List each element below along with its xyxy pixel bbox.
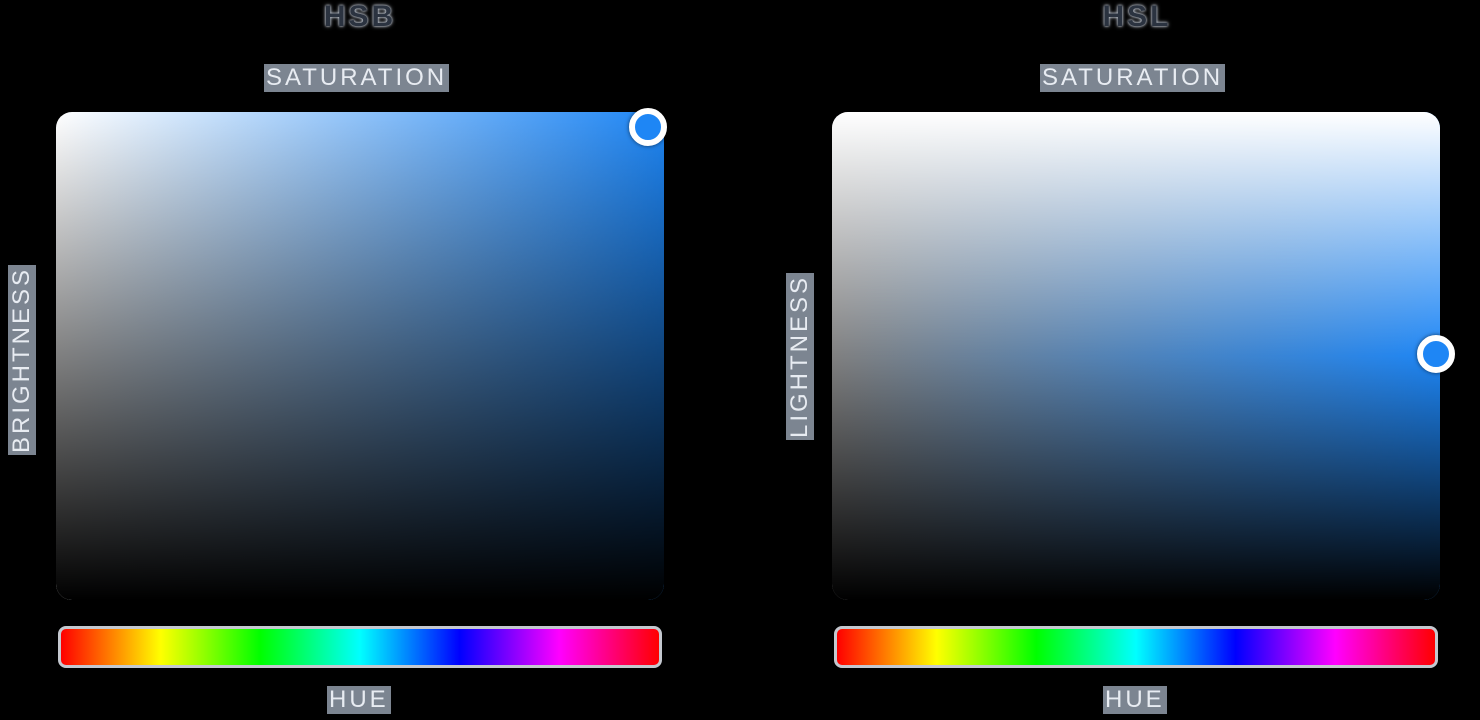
hsl-color-picker-knob[interactable] <box>1417 335 1455 373</box>
saturation-label-hsb: SATURATION <box>264 64 450 92</box>
hsb-hue-slider[interactable] <box>58 626 662 668</box>
hue-label-hsb: HUE <box>327 686 391 714</box>
hsb-saturation-brightness-square[interactable] <box>56 112 664 600</box>
panel-title-hsb: HSB <box>323 0 397 33</box>
hsb-color-picker-knob[interactable] <box>629 108 667 146</box>
hsl-saturation-lightness-square[interactable] <box>832 112 1440 600</box>
lightness-label: LIGHTNESS <box>786 272 814 440</box>
panel-title-hsl: HSL <box>1102 0 1172 33</box>
hue-label-hsl: HUE <box>1103 686 1167 714</box>
saturation-label-hsl: SATURATION <box>1040 64 1226 92</box>
brightness-label: BRIGHTNESS <box>8 264 36 455</box>
hsl-hue-slider[interactable] <box>834 626 1438 668</box>
